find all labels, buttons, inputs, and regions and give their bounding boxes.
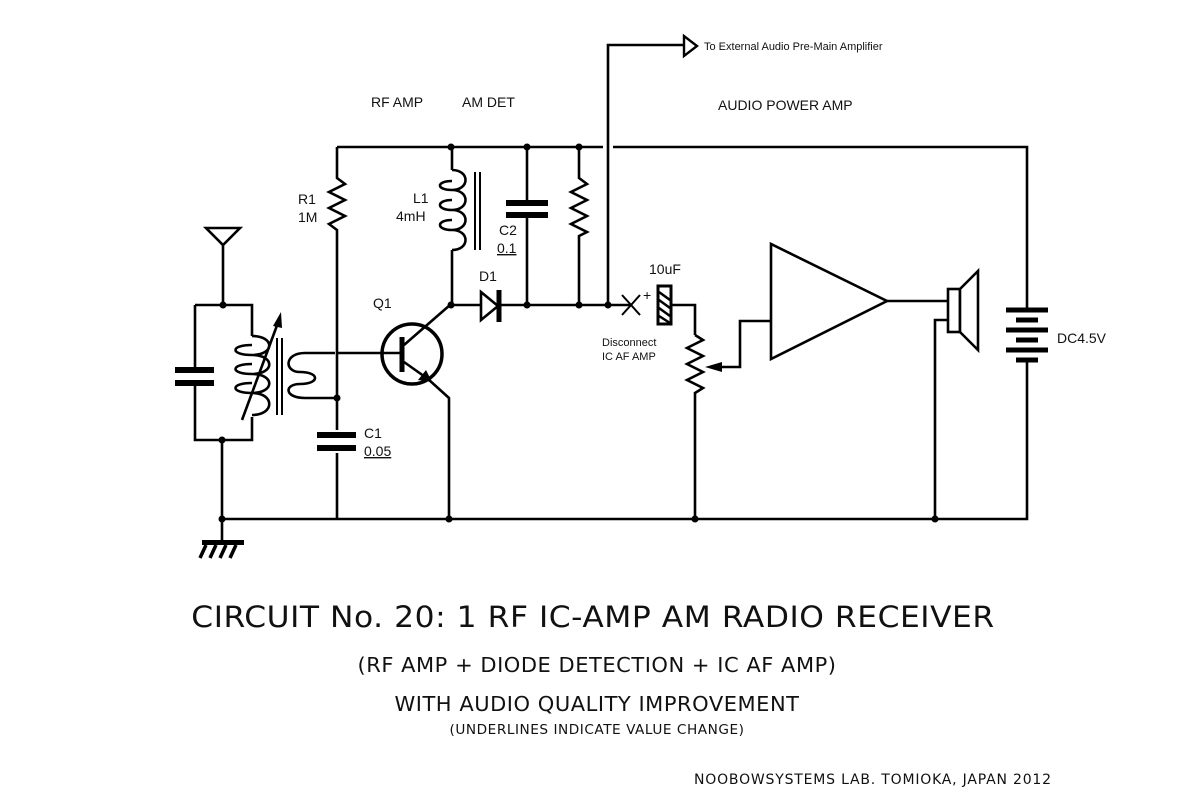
disconnect-note-line1: Disconnect <box>602 337 656 349</box>
l1-ref-label: L1 <box>413 190 429 206</box>
power-amplifier-icon <box>769 241 948 362</box>
speaker-icon <box>931 267 980 523</box>
inductor-l1 <box>438 147 481 305</box>
capacitor-10uf <box>656 284 697 335</box>
potentiometer-volume <box>684 319 770 523</box>
resistor-r1 <box>326 147 348 519</box>
section-label-audio-power-amp: AUDIO POWER AMP <box>718 97 853 113</box>
circuit-title: CIRCUIT No. 20: 1 RF IC-AMP AM RADIO REC… <box>191 600 995 634</box>
cap-polarity-label: + <box>643 287 651 303</box>
external-output-line <box>604 33 699 309</box>
external-output-label: To External Audio Pre-Main Amplifier <box>704 41 883 53</box>
r1-ref-label: R1 <box>298 191 316 207</box>
q1-ref-label: Q1 <box>373 295 392 311</box>
underline-note: (UNDERLINES INDICATE VALUE CHANGE) <box>449 723 745 738</box>
r1-value-label: 1M <box>298 209 317 225</box>
c2-ref-label: C2 <box>499 222 517 238</box>
disconnect-note-line2: IC AF AMP <box>602 351 656 363</box>
section-label-rf-amp: RF AMP <box>371 94 423 110</box>
battery-value-label: DC4.5V <box>1057 330 1107 346</box>
ground-icon <box>198 519 244 559</box>
ground-junction <box>445 515 453 523</box>
credit-line: NOOBOWSYSTEMS LAB. TOMIOKA, JAPAN 2012 <box>694 772 1052 788</box>
positive-rail <box>337 145 1029 310</box>
circuit-subtitle-2: WITH AUDIO QUALITY IMPROVEMENT <box>394 692 800 716</box>
battery-icon <box>1006 307 1048 363</box>
detector-node <box>447 143 480 309</box>
l1-value-label: 4mH <box>396 208 426 224</box>
section-label-am-det: AM DET <box>462 94 515 110</box>
disconnect-mark-icon <box>621 294 641 316</box>
cap-10uf-value-label: 10uF <box>649 261 681 277</box>
ground-junction <box>218 515 226 523</box>
resistor-load <box>568 143 590 309</box>
d1-ref-label: D1 <box>479 268 497 284</box>
ground-rail <box>222 360 1029 521</box>
antenna-icon <box>202 226 244 305</box>
circuit-subtitle: (RF AMP + DIODE DETECTION + IC AF AMP) <box>357 653 837 677</box>
transistor-q1 <box>337 304 451 519</box>
tuning-circuit <box>175 301 337 519</box>
c2-value-label: 0.1 <box>497 240 517 256</box>
capacitor-c2 <box>506 143 548 309</box>
c1-value-label: 0.05 <box>364 443 391 459</box>
c1-ref-label: C1 <box>364 425 382 441</box>
